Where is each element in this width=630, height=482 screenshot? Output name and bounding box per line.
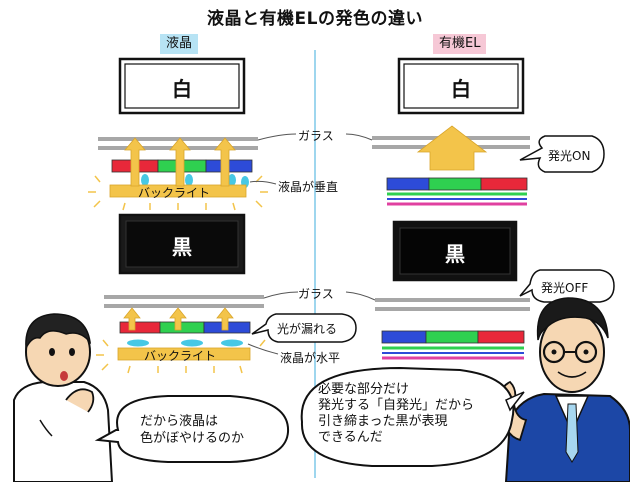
page-title: 液晶と有機ELの発色の違い bbox=[207, 9, 423, 29]
backlight-label-top: バックライト bbox=[138, 186, 211, 200]
oled-layers-bottom bbox=[381, 330, 525, 360]
lc-horizontal-label: 液晶が水平 bbox=[280, 351, 341, 365]
oled-layers-top bbox=[386, 125, 528, 206]
glass-label-bottom: ガラス bbox=[298, 287, 334, 301]
liquid-crystal-horizontal bbox=[127, 339, 243, 347]
oled-black-label: 黒 bbox=[445, 242, 465, 266]
emission-arrow bbox=[416, 125, 488, 171]
lc-vertical-pointer bbox=[249, 180, 277, 185]
right-speech-line-2: 発光する「自発光」だから bbox=[318, 398, 475, 413]
oled-black-panel-inner bbox=[399, 227, 511, 275]
backlight-label-bottom: バックライト bbox=[144, 349, 217, 363]
right-speech-bubble bbox=[300, 366, 515, 467]
oled-white-panel bbox=[397, 57, 525, 115]
lc-horizontal-pointer bbox=[247, 343, 279, 355]
glass-layer-bottom bbox=[104, 291, 530, 311]
lcd-black-panel-inner bbox=[125, 220, 239, 268]
right-speech-line-4: できるんだ bbox=[318, 430, 383, 445]
emit-on-bubble bbox=[519, 135, 605, 173]
right-speech-tail bbox=[505, 391, 525, 412]
light-leak-bubble bbox=[251, 313, 357, 343]
right-speech-line-3: 引き締まった黒が表現 bbox=[318, 414, 448, 429]
oled-white-label: 白 bbox=[451, 77, 471, 101]
lcd-white-panel-inner bbox=[124, 63, 240, 109]
oled-column-label: 有機EL bbox=[433, 34, 487, 54]
emit-on-label: 発光ON bbox=[548, 149, 591, 163]
left-speech-line-1: だから液晶は bbox=[140, 414, 219, 429]
lcd-white-label: 白 bbox=[172, 77, 192, 101]
glass-label-top: ガラス bbox=[298, 129, 334, 143]
light-arrows-top bbox=[124, 137, 236, 187]
backlight-bottom bbox=[96, 339, 266, 374]
left-speech-bubble bbox=[94, 395, 290, 463]
emit-off-label: 発光OFF bbox=[541, 281, 589, 295]
lc-vertical-label: 液晶が垂直 bbox=[278, 180, 339, 194]
lcd-white-panel bbox=[118, 57, 246, 115]
oled-white-panel-inner bbox=[403, 63, 519, 109]
right-character bbox=[501, 297, 630, 482]
left-speech-line-2: 色がぼやけるのか bbox=[140, 431, 245, 446]
right-speech-line-1: 必要な部分だけ bbox=[318, 382, 410, 397]
emit-off-bubble bbox=[519, 269, 615, 303]
left-character bbox=[13, 313, 114, 482]
light-leak-arrows bbox=[123, 307, 234, 331]
lcd-column-label: 液晶 bbox=[160, 34, 199, 54]
light-leak-label: 光が漏れる bbox=[277, 322, 338, 336]
lcd-color-filter-bottom bbox=[119, 321, 251, 334]
lcd-black-label: 黒 bbox=[172, 235, 192, 259]
